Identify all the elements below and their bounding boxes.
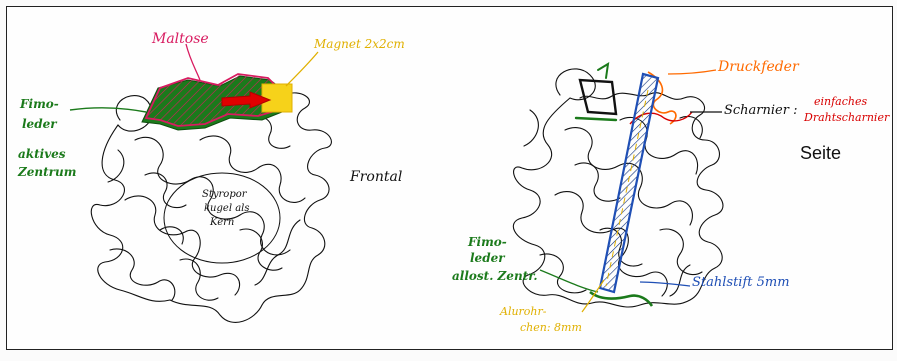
label-scharnier: Scharnier :: [724, 104, 797, 118]
label-scharnier-note-line1: einfaches: [814, 96, 867, 108]
magnet-square: [262, 84, 292, 112]
label-frontal: Frontal: [350, 170, 402, 185]
hinge-box: [576, 64, 616, 120]
maltose-pointer: [186, 44, 200, 80]
label-magnet: Magnet 2x2cm: [314, 38, 405, 51]
label-styropor-line2: kugel als: [204, 204, 250, 215]
label-fimo-right-line2: leder: [470, 252, 505, 265]
label-fimo-left-line1: Fimo-: [20, 98, 59, 111]
label-stahlstift: Stahlstift 5mm: [692, 276, 790, 290]
label-fimo-right-line1: Fimo-: [468, 236, 507, 249]
label-scharnier-note-line2: Drahtscharnier: [804, 112, 889, 124]
fimo-pointer-left: [70, 108, 146, 112]
label-druckfeder: Druckfeder: [718, 60, 799, 75]
label-alu-line2: chen: 8mm: [520, 322, 582, 334]
label-maltose: Maltose: [152, 32, 209, 47]
label-alu-line1: Alurohr-: [500, 306, 547, 318]
label-seite: Seite: [800, 144, 841, 163]
label-allost: allost. Zentr.: [452, 270, 538, 283]
magnet-pointer: [286, 52, 318, 86]
label-fimo-left-line2: leder: [22, 118, 57, 131]
label-aktives-line2: Zentrum: [18, 166, 76, 179]
label-styropor-line3: Kern: [210, 218, 234, 229]
allost-pointer: [540, 270, 598, 292]
label-aktives-line1: aktives: [18, 148, 66, 161]
label-styropor-line1: Styropor: [202, 190, 247, 201]
stahlstift-pointer: [640, 282, 690, 286]
steel-rod: [600, 74, 658, 292]
druckfeder-pointer: [668, 70, 716, 74]
